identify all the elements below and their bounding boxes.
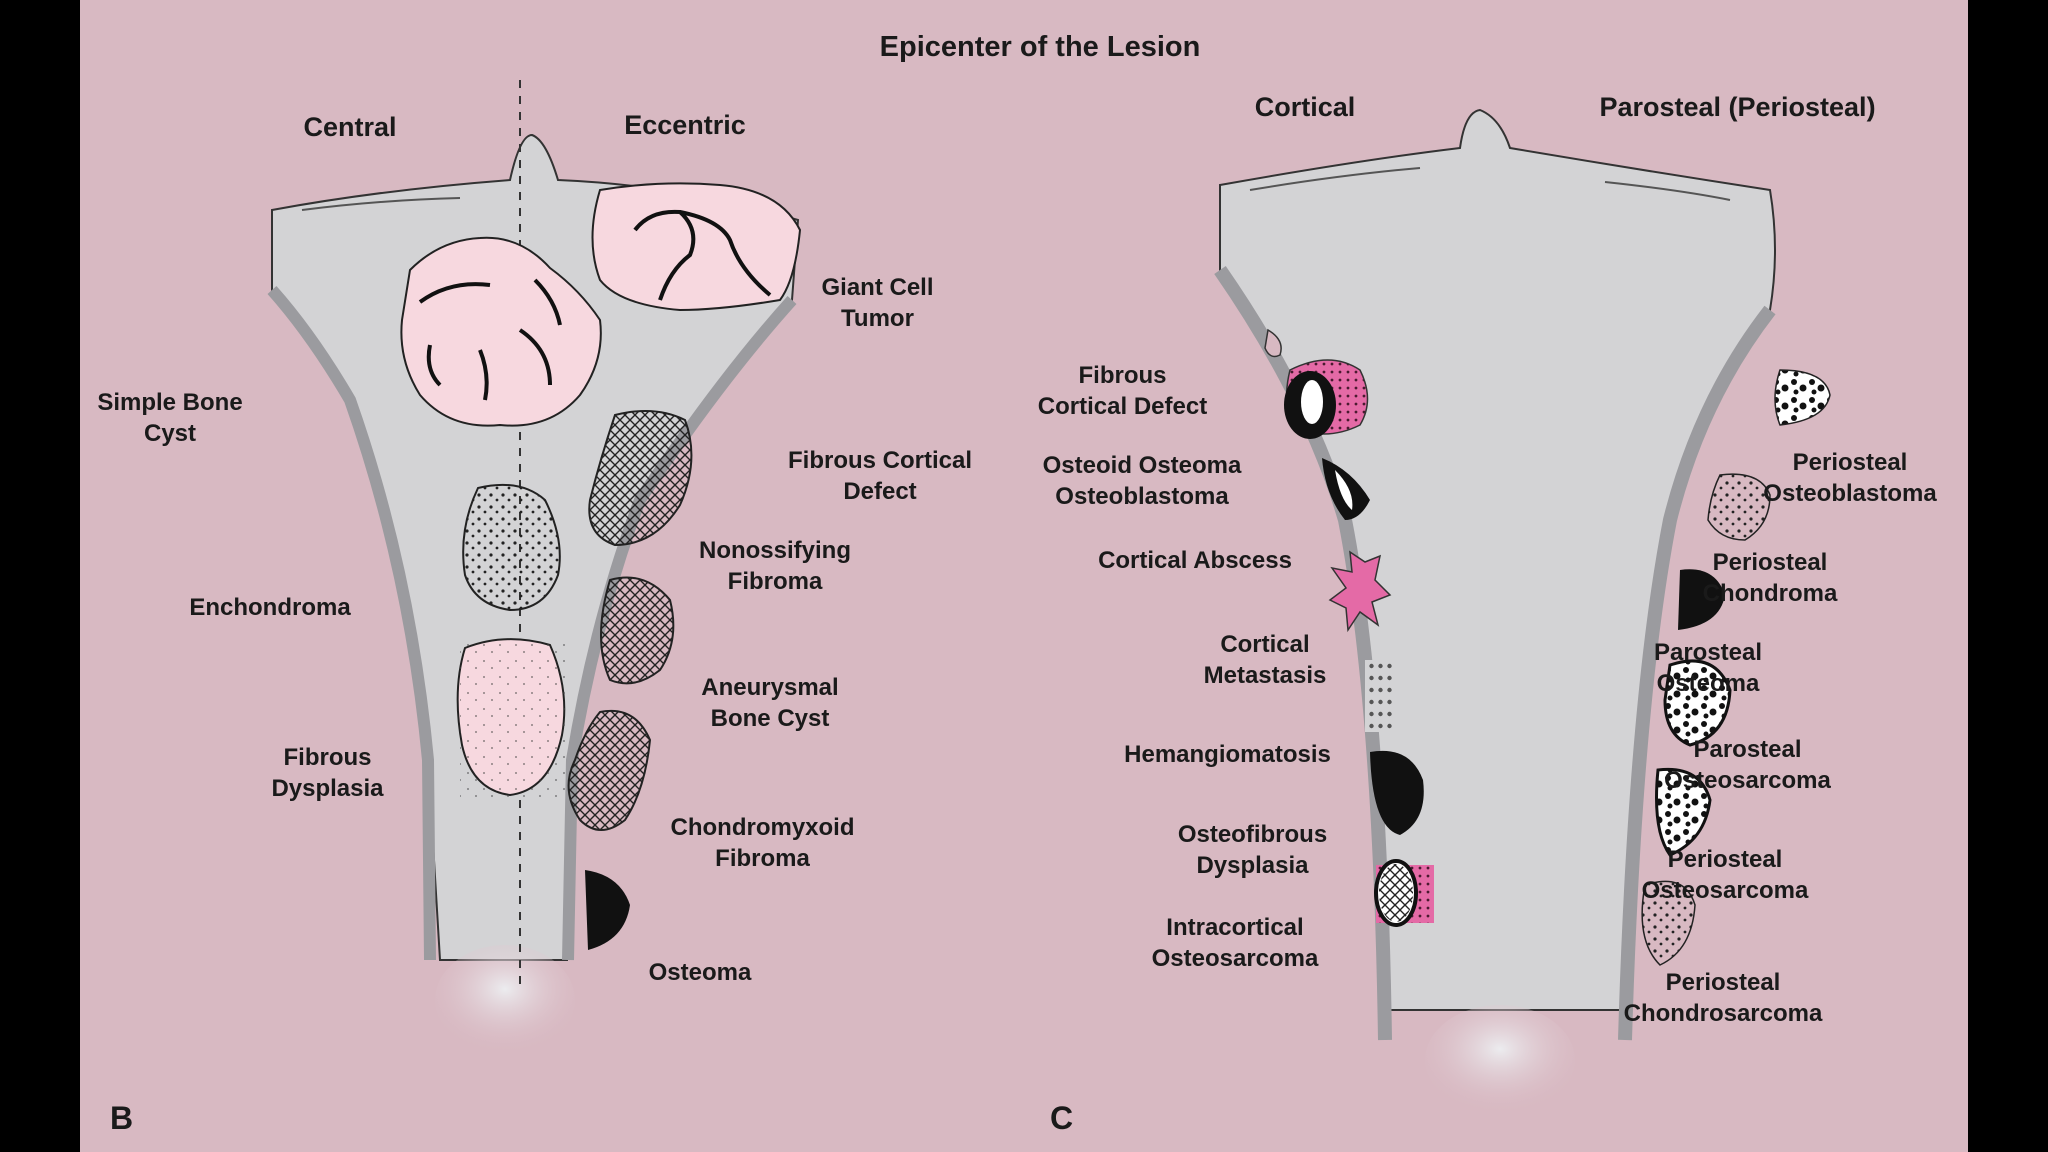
lesion-c-osteofibrous-dysplasia (1370, 750, 1424, 835)
lesion-c-periosteal-osteosarcoma (1655, 767, 1712, 857)
label-hemangiomatosis: Hemangiomatosis (1124, 741, 1331, 768)
lesion-enchondroma (462, 483, 561, 612)
lesion-giant-cell-tumor (591, 182, 802, 312)
lesion-c-periosteal-chondroma (1707, 473, 1771, 541)
lesion-c-parosteal-osteosarcoma (1663, 659, 1732, 747)
panel-letter-b: B (110, 1100, 134, 1136)
lesion-chondromyxoid-fibroma (567, 709, 652, 831)
bone-c (1214, 108, 1776, 1115)
lesion-aneurysmal-bone-cyst (600, 576, 675, 685)
header-parosteal: Parosteal (Periosteal) (1599, 92, 1876, 122)
label-osteoma: Osteoma (648, 959, 752, 986)
label-enchondroma: Enchondroma (189, 594, 351, 621)
lesion-nonossifying-fibroma (588, 410, 693, 547)
lesion-osteoma (585, 870, 630, 950)
header-cortical: Cortical (1254, 92, 1356, 122)
label-cortical-abscess: Cortical Abscess (1098, 547, 1292, 574)
lesion-c-hemangiomatosis (1365, 660, 1395, 732)
figure-title: Epicenter of the Lesion (879, 31, 1201, 63)
header-eccentric: Eccentric (624, 110, 746, 140)
lesion-c-parosteal-osteoma (1678, 569, 1725, 630)
panel-letter-c: C (1050, 1100, 1074, 1136)
lesion-c-fibrous-cortical-defect (1264, 328, 1282, 358)
lesion-c-periosteal-osteoblastoma (1774, 369, 1831, 426)
bone-diagram (267, 80, 1831, 1115)
lesion-c-periosteal-chondrosarcoma (1641, 880, 1696, 966)
lesion-c-cortical-metastasis (1328, 550, 1392, 633)
header-central: Central (303, 112, 397, 142)
